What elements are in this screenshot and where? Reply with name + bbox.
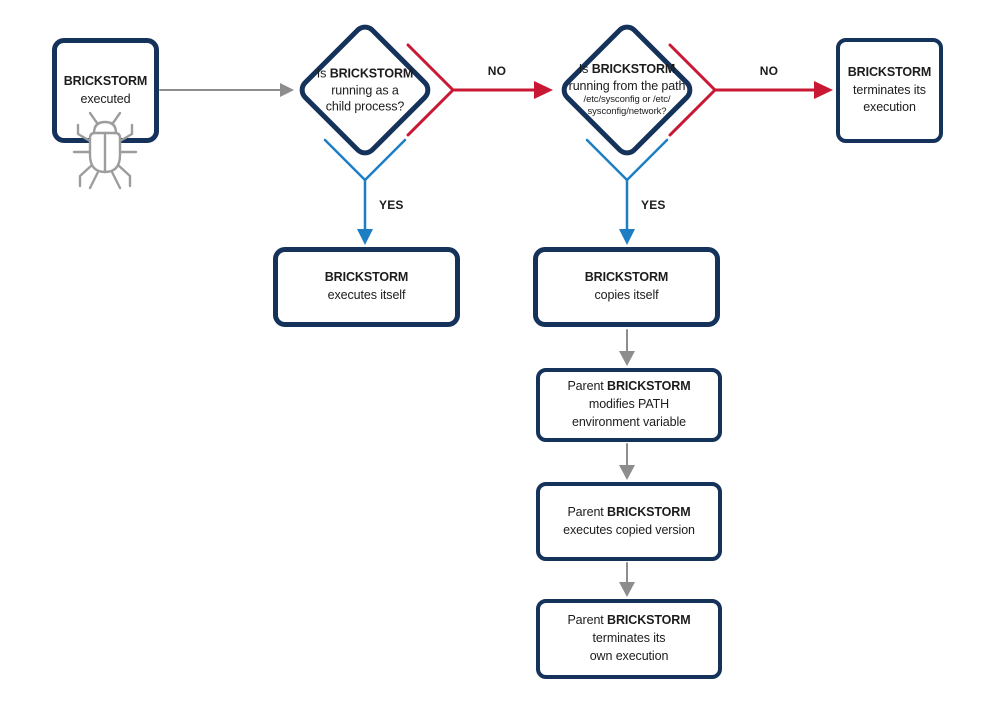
decision-child-process: Is BRICKSTORM running as a child process… [294,19,436,161]
decision-path-check: Is BRICKSTORM running from the path /etc… [556,19,698,161]
arrowhead-blue [619,229,635,245]
arrowhead-gray [619,351,635,366]
decision-text: Is BRICKSTORM running as a child process… [316,66,414,114]
node-copies-itself: BRICKSTORM copies itself [533,247,720,327]
edge-no-decision1-to-decision2 [406,43,553,137]
bug-leg [112,172,120,188]
arrowhead-red [534,81,553,99]
node-terminates-own-execution: Parent BRICKSTORM terminates its own exe… [536,599,722,679]
arrowhead-red [814,81,833,99]
bug-leg [120,125,132,141]
bug-icon [66,108,144,194]
node-modifies-path: Parent BRICKSTORM modifies PATH environm… [536,368,722,442]
edge-start-to-decision1 [159,83,294,97]
bug-head [94,122,116,133]
decision-text: Is BRICKSTORM running from the path /etc… [568,62,686,118]
bug-antenna-left [90,113,97,123]
edge-yes-decision1-to-executes-itself [323,138,407,245]
edge-no-decision2-to-terminate [668,43,833,137]
node-executes-copied-version: Parent BRICKSTORM executes copied versio… [536,482,722,561]
arrowhead-gray [619,582,635,597]
bug-leg [78,125,90,141]
arrowhead-blue [357,229,373,245]
bug-leg [80,165,92,186]
bug-antenna-right [113,113,120,123]
arrowhead-gray [280,83,294,97]
edge-label-no-1: NO [487,64,507,78]
bug-leg [90,172,98,188]
node-title: BRICKSTORM [63,73,148,88]
edge-copies-to-modifies-path [619,329,635,366]
edge-label-yes-2: YES [641,198,666,212]
edge-modifies-path-to-executes-copy [619,443,635,480]
edge-executes-copy-to-terminates-own [619,562,635,597]
bug-leg [118,165,130,186]
edge-label-yes-1: YES [379,198,404,212]
node-text: executed [80,91,131,106]
node-executes-itself: BRICKSTORM executes itself [273,247,460,327]
edge-yes-decision2-to-copies-itself [585,138,669,245]
edge-label-no-2: NO [759,64,779,78]
arrowhead-gray [619,465,635,480]
node-terminates-execution: BRICKSTORM terminates its execution [836,38,943,143]
